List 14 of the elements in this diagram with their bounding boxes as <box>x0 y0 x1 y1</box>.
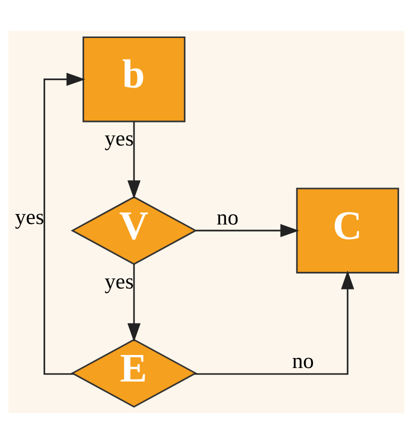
edge-label: yes <box>14 204 44 229</box>
node-diamond: V <box>70 196 198 265</box>
edge-label: yes <box>104 269 134 294</box>
edge-label: no <box>292 349 314 374</box>
arrow <box>194 270 354 375</box>
edge-label: no <box>216 206 238 230</box>
node-box: C <box>296 188 400 274</box>
edge-label: yes <box>104 126 134 150</box>
arrow <box>127 121 141 200</box>
arrow <box>127 264 141 342</box>
arrow <box>44 72 86 375</box>
node-box: b <box>82 36 186 122</box>
arrow <box>196 224 300 238</box>
node-diamond: E <box>70 338 198 408</box>
